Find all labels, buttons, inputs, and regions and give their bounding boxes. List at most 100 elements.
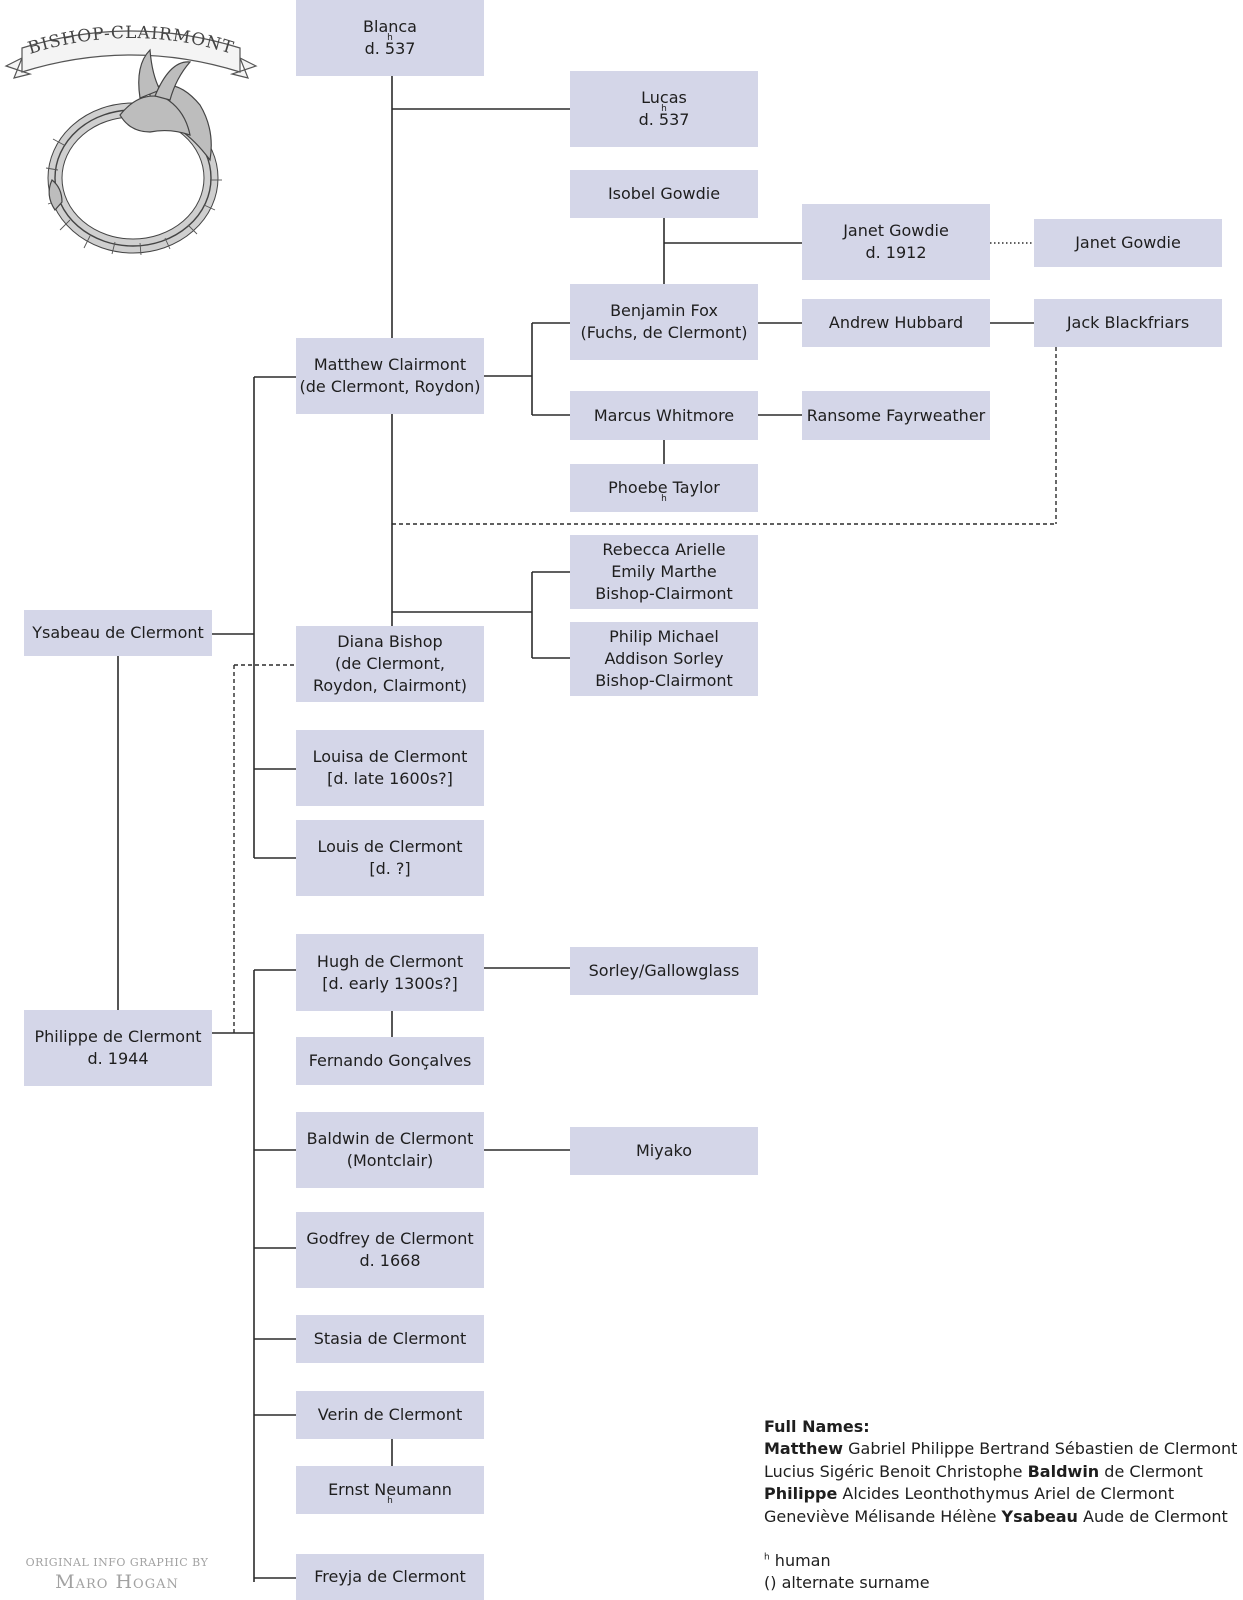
person-marcus-whitmore: Marcus Whitmore xyxy=(570,391,758,440)
person-name-line: d. 1912 xyxy=(865,243,927,262)
person-freyja-de-clermont: Freyja de Clermont xyxy=(296,1554,484,1600)
person-louis-de-clermont: Louis de Clermont [d. ?] xyxy=(296,820,484,896)
person-fernando-goncalves: Fernando Gonçalves xyxy=(296,1037,484,1085)
person-name-line: Janet Gowdie xyxy=(843,221,949,240)
person-name-line: Marcus Whitmore xyxy=(593,405,735,425)
person-name-line: Ransome Fayrweather xyxy=(806,405,986,425)
person-name-line: Jack Blackfriars xyxy=(1066,313,1190,332)
person-andrew-hubbard: Andrew Hubbard xyxy=(802,299,990,347)
person-name-line: [d. ?] xyxy=(369,859,411,878)
person-verin-de-clermont: Verin de Clermont xyxy=(296,1391,484,1439)
person-name-line: Benjamin Fox xyxy=(610,301,718,320)
person-name-line: (de Clermont, xyxy=(335,654,445,673)
legend-name-row: Philippe Alcides Leonthothymus Ariel de … xyxy=(764,1483,1234,1505)
person-name-line: Baldwin de Clermont xyxy=(306,1129,474,1148)
person-philippe-de-clermont: Philippe de Clermont d. 1944 xyxy=(24,1010,212,1086)
person-name-line: d. 537 xyxy=(364,39,416,58)
person-ysabeau-de-clermont: Ysabeau de Clermont xyxy=(24,610,212,656)
legend-name-post: de Clermont xyxy=(1099,1461,1203,1481)
person-matthew-clairmont: Matthew Clairmont (de Clermont, Roydon) xyxy=(296,338,484,414)
person-baldwin-de-clermont: Baldwin de Clermont (Montclair) xyxy=(296,1112,484,1188)
person-name-line: Philippe de Clermont xyxy=(34,1027,202,1046)
legend-name-bold: Baldwin xyxy=(1027,1461,1100,1481)
legend-name-bold: Matthew xyxy=(764,1439,844,1459)
person-name-line: Philip Michael xyxy=(609,627,719,646)
person-miyako: Miyako xyxy=(570,1127,758,1175)
ouroboros-logo: BISHOP-CLAIRMONT xyxy=(4,23,258,256)
legend-key-human-text: human xyxy=(769,1551,831,1571)
person-godfrey-de-clermont: Godfrey de Clermont d. 1668 xyxy=(296,1212,484,1288)
person-isobel-gowdie: Isobel Gowdie xyxy=(570,170,758,218)
person-ransome-fayrweather: Ransome Fayrweather xyxy=(802,391,990,440)
person-name-line: Hugh de Clermont xyxy=(316,951,464,971)
legend-name-bold: Ysabeau xyxy=(1001,1506,1078,1526)
person-benjamin-fox: Benjamin Fox (Fuchs, de Clermont) xyxy=(570,284,758,360)
person-name-line: [d. late 1600s?] xyxy=(327,769,453,788)
person-name-line: Stasia de Clermont xyxy=(313,1329,467,1348)
person-name-line: (Fuchs, de Clermont) xyxy=(580,323,748,342)
person-janet-gowdie-younger: Janet Gowdie xyxy=(1034,219,1222,267)
person-name-line: (de Clermont, Roydon) xyxy=(299,377,481,396)
legend-name-row: Lucius Sigéric Benoit Christophe Baldwin… xyxy=(764,1461,1234,1483)
person-name-line: Louis de Clermont xyxy=(317,837,463,856)
legend-name-pre: Geneviève Mélisande Hélène xyxy=(764,1506,1002,1526)
person-name-line: Roydon, Clairmont) xyxy=(312,676,468,695)
person-name-line: Bishop-Clairmont xyxy=(595,584,733,603)
person-name-line: Miyako xyxy=(635,1141,692,1160)
person-sorley-gallowglass: Sorley/Gallowglass xyxy=(570,947,758,995)
legend-name-post: Alcides Leonthothymus Ariel de Clermont xyxy=(837,1484,1175,1504)
credit-line-1: ORIGINAL INFO GRAPHIC BY xyxy=(25,1556,209,1569)
person-name-line: Fernando Gonçalves xyxy=(308,1051,472,1070)
human-marker: h xyxy=(764,1552,770,1563)
person-name-line: Rebecca Arielle xyxy=(602,540,726,559)
person-name-line: Verin de Clermont xyxy=(317,1405,463,1424)
person-name-line: (Montclair) xyxy=(346,1151,434,1170)
person-jack-blackfriars: Jack Blackfriars xyxy=(1034,299,1222,347)
person-name-line: Bishop-Clairmont xyxy=(595,671,733,690)
full-names-legend: Full Names: Matthew Gabriel Philippe Ber… xyxy=(764,1416,1238,1595)
person-name-line: Isobel Gowdie xyxy=(607,184,721,203)
credit: ORIGINAL INFO GRAPHIC BY Maro Hogan xyxy=(12,1556,222,1593)
person-name-line: Emily Marthe xyxy=(611,562,717,581)
person-name-line: d. 1668 xyxy=(359,1251,421,1270)
legend-name-row: Matthew Gabriel Philippe Bertrand Sébast… xyxy=(764,1438,1238,1460)
person-hugh-de-clermont: Hugh de Clermont[d. early 1300s?] xyxy=(296,934,484,1011)
legend-name-bold: Philippe xyxy=(764,1484,838,1504)
credit-author: Maro Hogan xyxy=(55,1571,179,1593)
person-name-line: Sorley/Gallowglass xyxy=(588,961,740,980)
person-name-line: d. 1944 xyxy=(87,1049,149,1068)
person-name-line: Diana Bishop xyxy=(337,632,443,651)
person-name-line: Louisa de Clermont xyxy=(312,747,468,766)
person-name-line: Freyja de Clermont xyxy=(314,1567,466,1586)
person-name-line: Andrew Hubbard xyxy=(828,313,964,332)
legend-key-human: h human xyxy=(764,1550,1234,1572)
person-stasia-de-clermont: Stasia de Clermont xyxy=(296,1315,484,1363)
person-name-line: Matthew Clairmont xyxy=(313,355,467,374)
legend-name-pre: Lucius Sigéric Benoit Christophe xyxy=(764,1461,1028,1481)
person-name-line: d. 537 xyxy=(638,110,690,129)
person-name-line: [d. early 1300s?] xyxy=(322,973,458,993)
person-name-line: Addison Sorley xyxy=(604,649,724,668)
person-name-line: Godfrey de Clermont xyxy=(306,1229,474,1248)
legend-name-post: Gabriel Philippe Bertrand Sébastien de C… xyxy=(843,1439,1238,1459)
person-louisa-de-clermont: Louisa de Clermont [d. late 1600s?] xyxy=(296,730,484,806)
legend-key-alternate: () alternate surname xyxy=(764,1573,930,1593)
person-name-line: Janet Gowdie xyxy=(1075,233,1181,252)
legend-heading: Full Names: xyxy=(764,1417,870,1436)
person-name-line: Ysabeau de Clermont xyxy=(32,623,204,642)
person-janet-gowdie-elder: Janet Gowdie d. 1912 xyxy=(802,204,990,280)
person-diana-bishop: Diana Bishop (de Clermont, Roydon, Clairmo… xyxy=(296,626,484,702)
legend-name-post: Aude de Clermont xyxy=(1077,1506,1228,1526)
legend-name-row: Geneviève Mélisande Hélène Ysabeau Aude … xyxy=(764,1506,1234,1528)
